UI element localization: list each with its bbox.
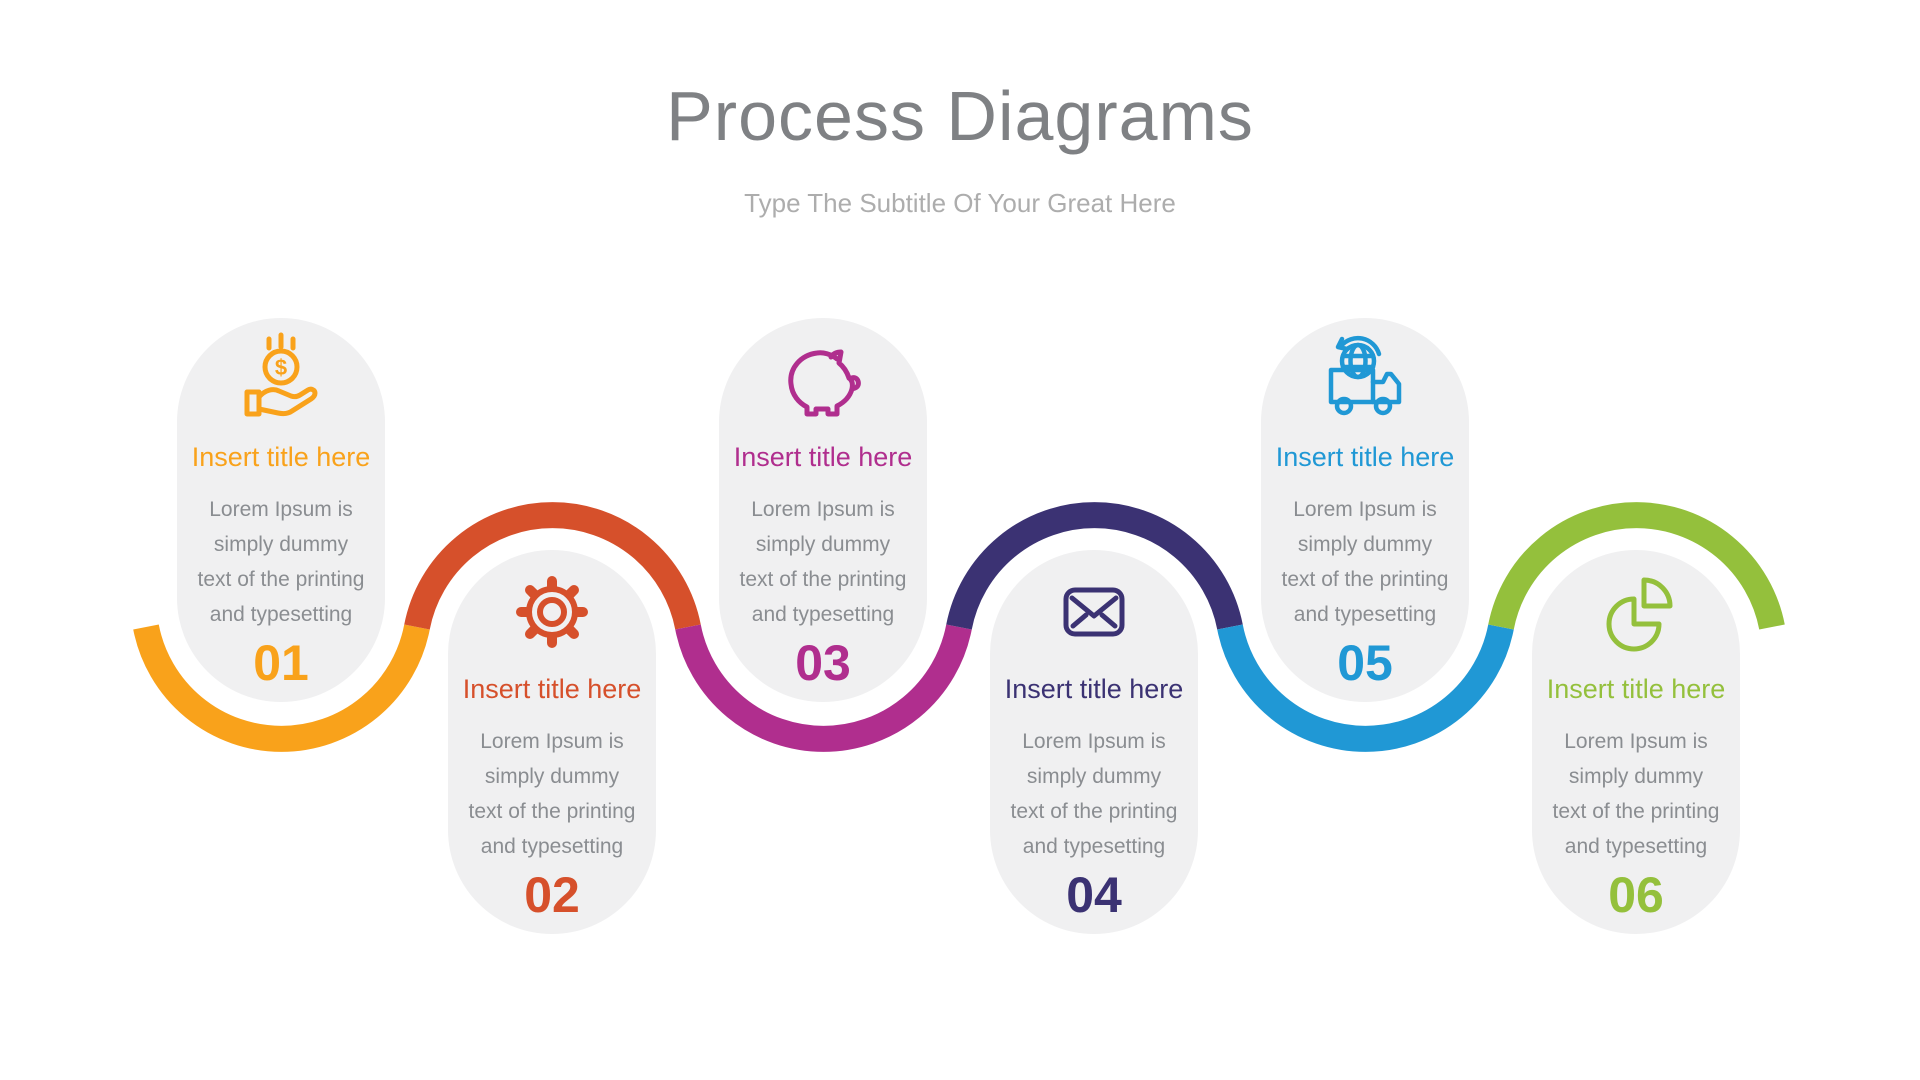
delivery-truck-icon [1261, 330, 1469, 430]
svg-text:$: $ [275, 355, 287, 380]
step-number: 02 [524, 867, 580, 923]
step-number: 05 [1337, 635, 1393, 691]
step-body: Lorem Ipsum is simply dummy text of the … [197, 498, 365, 626]
step-number: 03 [795, 635, 851, 691]
step-card-5: Insert title here Lorem Ipsum is simply … [1261, 318, 1469, 702]
step-title: Insert title here [462, 674, 642, 704]
step-title: Insert title here [1004, 674, 1184, 704]
step-title: Insert title here [191, 442, 371, 472]
envelope-icon [990, 562, 1198, 662]
step-number: 04 [1066, 867, 1122, 923]
arc-segment-1 [133, 624, 430, 752]
step-title: Insert title here [1546, 674, 1726, 704]
step-card-3: Insert title here Lorem Ipsum is simply … [719, 318, 927, 702]
step-card-4: Insert title here Lorem Ipsum is simply … [990, 550, 1198, 934]
arc-segment-3 [675, 624, 972, 752]
arc-segment-2 [404, 502, 701, 630]
step-body: Lorem Ipsum is simply dummy text of the … [468, 730, 636, 858]
step-number: 06 [1608, 867, 1664, 923]
step-title: Insert title here [1275, 442, 1455, 472]
gear-icon [448, 562, 656, 662]
arc-segment-4 [946, 502, 1243, 630]
piggy-bank-icon [719, 330, 927, 430]
pie-chart-icon [1532, 562, 1740, 662]
step-card-2: Insert title here Lorem Ipsum is simply … [448, 550, 656, 934]
page-subtitle: Type The Subtitle Of Your Great Here [744, 188, 1176, 218]
hand-coin-icon: $ [177, 330, 385, 430]
step-title: Insert title here [733, 442, 913, 472]
step-body: Lorem Ipsum is simply dummy text of the … [1552, 730, 1720, 858]
arc-segment-5 [1217, 624, 1514, 752]
step-card-6: Insert title here Lorem Ipsum is simply … [1532, 550, 1740, 934]
page-title: Process Diagrams [666, 77, 1254, 155]
step-body: Lorem Ipsum is simply dummy text of the … [1281, 498, 1449, 626]
arc-segment-6 [1488, 502, 1785, 630]
step-body: Lorem Ipsum is simply dummy text of the … [739, 498, 907, 626]
step-card-1: $ Insert title here Lorem Ipsum is simpl… [177, 318, 385, 702]
step-body: Lorem Ipsum is simply dummy text of the … [1010, 730, 1178, 858]
step-number: 01 [253, 635, 309, 691]
